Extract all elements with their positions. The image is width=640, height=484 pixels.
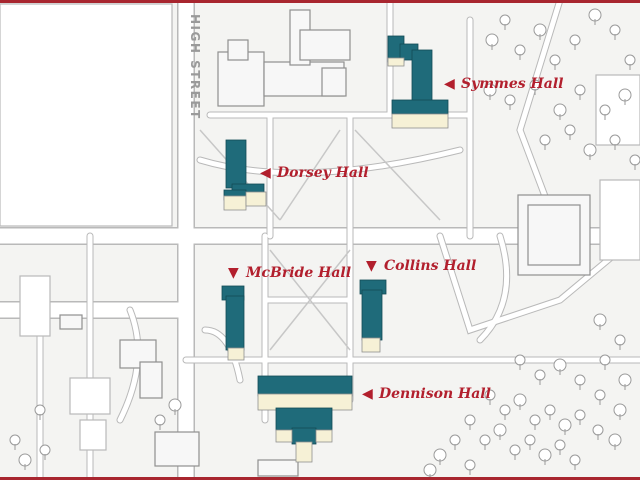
tree-icon	[534, 369, 546, 385]
tree-icon	[574, 84, 586, 100]
tree-icon	[588, 8, 602, 25]
tree-icon	[538, 448, 552, 465]
tree-icon	[168, 398, 182, 415]
tree-icon	[564, 124, 576, 140]
tree-icon	[433, 448, 447, 465]
tree-icon	[9, 434, 21, 450]
tree-icon	[599, 354, 611, 370]
tree-icon	[485, 33, 499, 50]
mcbride-hall-building[interactable]	[221, 285, 245, 361]
tree-icon	[504, 94, 516, 110]
tree-icon	[554, 439, 566, 455]
tree-icon	[154, 414, 166, 430]
tree-icon	[509, 444, 521, 460]
tree-icon	[483, 83, 497, 100]
tree-icon	[558, 418, 572, 435]
highlighted-buildings	[221, 35, 449, 463]
tree-icon	[499, 404, 511, 420]
dorsey-hall-label[interactable]: Dorsey Hall	[276, 165, 369, 181]
tree-icon	[529, 414, 541, 430]
mcbride-hall-marker: ▼	[228, 265, 239, 281]
tree-icon	[618, 373, 632, 390]
collins-hall-marker: ▼	[366, 258, 377, 274]
tree-icon	[593, 313, 607, 330]
tree-icon	[608, 433, 622, 450]
mcbride-hall-label[interactable]: McBride Hall	[245, 265, 351, 281]
tree-icon	[464, 459, 476, 475]
tree-icon	[533, 23, 547, 40]
dennison-hall-building[interactable]	[257, 375, 353, 463]
tree-icon	[594, 389, 606, 405]
tree-icon	[574, 409, 586, 425]
tree-icon	[574, 374, 586, 390]
symmes-hall-marker: ◀	[444, 76, 455, 92]
tree-icon	[449, 434, 461, 450]
symmes-hall-building[interactable]	[387, 35, 449, 129]
tree-icon	[464, 414, 476, 430]
symmes-hall-label[interactable]: Symmes Hall	[461, 76, 563, 92]
collins-hall-building[interactable]	[359, 279, 387, 353]
dennison-hall-label[interactable]: Dennison Hall	[378, 386, 491, 402]
dorsey-hall-marker: ◀	[260, 165, 271, 181]
tree-cluster	[9, 8, 640, 480]
dorsey-hall-building[interactable]	[223, 139, 267, 211]
tree-icon	[618, 88, 632, 105]
campus-buildings	[59, 9, 591, 477]
campus-blocks	[0, 3, 640, 451]
tree-icon	[624, 54, 636, 70]
tree-icon	[34, 404, 46, 420]
tree-icon	[553, 103, 567, 120]
tree-icon	[18, 453, 32, 470]
tree-icon	[484, 389, 496, 405]
tree-icon	[583, 143, 597, 160]
map-frame-bottom	[0, 477, 640, 480]
tree-icon	[539, 134, 551, 150]
tree-icon	[609, 24, 621, 40]
tree-icon	[514, 44, 526, 60]
hall-labels: ◀ Symmes Hall ◀ Dorsey Hall ▼ McBride Ha…	[228, 76, 563, 402]
tree-icon	[524, 434, 536, 450]
tree-icon	[529, 79, 541, 95]
tree-icon	[592, 424, 604, 440]
tree-icon	[569, 454, 581, 470]
tree-icon	[629, 154, 640, 170]
tree-icon	[549, 54, 561, 70]
tree-icon	[613, 403, 627, 420]
dennison-hall-marker: ◀	[362, 386, 373, 402]
tree-icon	[609, 134, 621, 150]
tree-icon	[513, 393, 527, 410]
tree-icon	[599, 104, 611, 120]
tree-icon	[499, 14, 511, 30]
street-label-high-street: HIGH STREET	[188, 14, 202, 120]
tree-icon	[553, 358, 567, 375]
tree-icon	[39, 444, 51, 460]
collins-hall-label[interactable]: Collins Hall	[384, 258, 476, 274]
tree-icon	[479, 434, 491, 450]
tree-icon	[614, 334, 626, 350]
map-frame-top	[0, 0, 640, 3]
tree-icon	[544, 404, 556, 420]
tree-icon	[493, 423, 507, 440]
tree-icon	[514, 354, 526, 370]
tree-icon	[569, 34, 581, 50]
